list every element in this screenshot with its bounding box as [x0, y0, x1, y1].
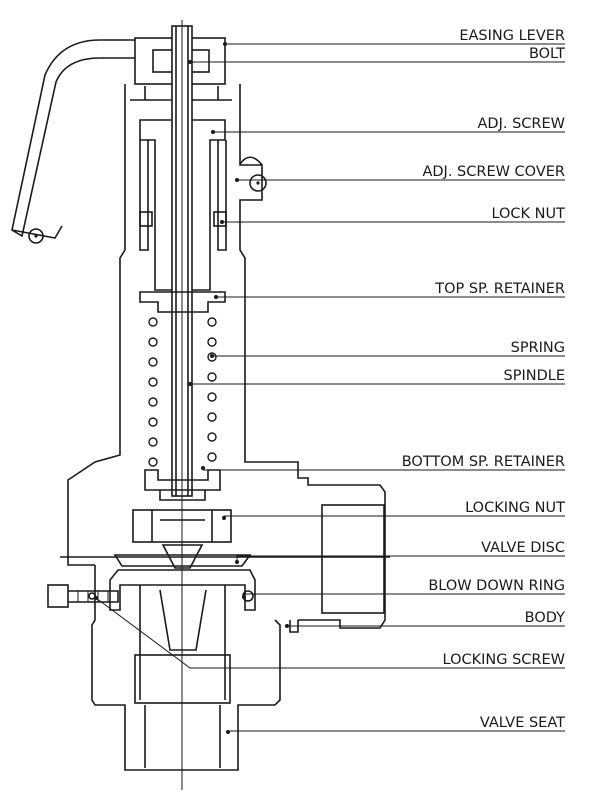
spindle-label: SPINDLE [504, 368, 565, 384]
adj-screw-label: ADJ. SCREW [478, 116, 565, 132]
body-label: BODY [525, 610, 565, 626]
blow-down-ring-label: BLOW DOWN RING [428, 578, 565, 594]
lock-nut-pointer [220, 220, 224, 224]
bolt-label: BOLT [529, 46, 565, 62]
adj-screw-cover-label: ADJ. SCREW COVER [422, 164, 565, 180]
spindle-pointer [188, 382, 192, 386]
spring-label: SPRING [511, 340, 565, 356]
easing-lever-label: EASING LEVER [459, 28, 565, 44]
locking-screw [47, 584, 254, 608]
locking-screw-pointer [94, 596, 98, 600]
valve-seat-leader [227, 730, 565, 732]
spring [148, 317, 217, 467]
bottom-sp-retainer-pointer [201, 466, 205, 470]
locking-nut-pointer [222, 516, 226, 520]
locking-screw-leader [95, 597, 565, 669]
easing-lever [11, 39, 135, 244]
valve-disc [60, 544, 390, 569]
body [91, 504, 385, 771]
bottom-sp-retainer-label: BOTTOM SP. RETAINER [402, 454, 565, 470]
valve-disc-label: VALVE DISC [481, 540, 565, 556]
blow-down-ring-leader [243, 593, 565, 597]
locking-nut-label: LOCKING NUT [465, 500, 565, 516]
top-sp-retainer-pointer [214, 295, 218, 299]
lock-nut-label: LOCK NUT [491, 206, 565, 222]
adj-screw-pointer [211, 130, 215, 134]
top-sp-retainer-label: TOP SP. RETAINER [434, 281, 565, 297]
locking-nut-leader [223, 515, 565, 518]
top-spring-retainer [139, 291, 226, 313]
body-pointer [285, 624, 289, 628]
spring-pointer [210, 354, 214, 358]
blow-down-ring-pointer [242, 595, 246, 599]
easing-lever-pointer [223, 42, 227, 46]
valve-seat-pointer [226, 730, 230, 734]
blow-down-ring [109, 569, 256, 700]
bolt-pointer [188, 60, 192, 64]
locking-screw-label: LOCKING SCREW [443, 652, 565, 668]
callout-labels: EASING LEVER BOLT ADJ. SCREW ADJ. SCREW COV… [94, 28, 565, 734]
adj-screw [139, 119, 227, 291]
valve-seat-label: VALVE SEAT [480, 715, 565, 731]
adj-screw-cover-pointer [235, 178, 239, 182]
valve-disc-pointer [235, 560, 239, 564]
